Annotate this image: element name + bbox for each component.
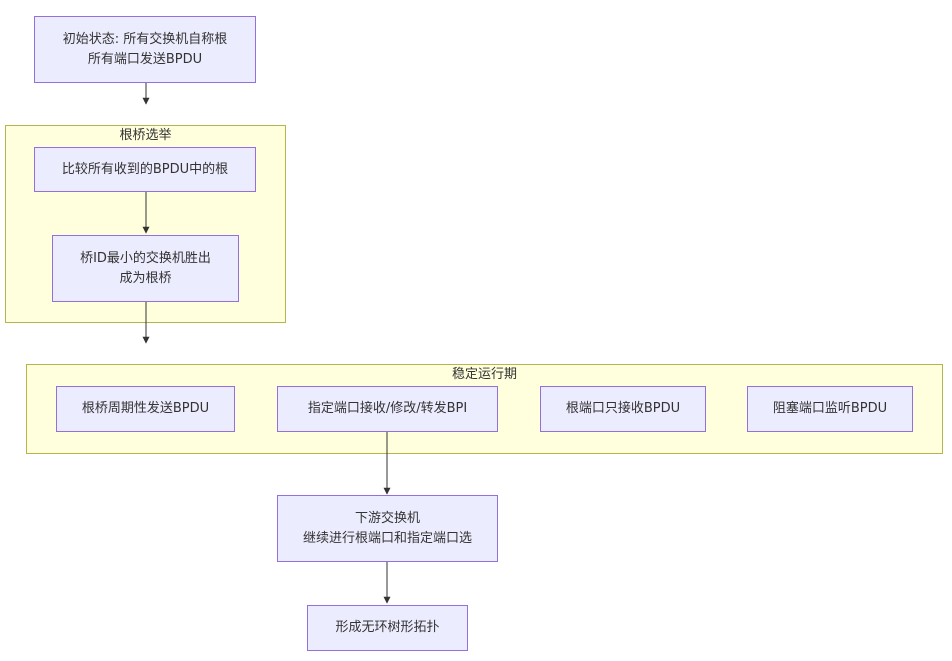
- node-downstream-line-2: 继续进行根端口和指定端口选: [302, 530, 472, 546]
- node-result-line-1: 形成无环树形拓扑: [335, 620, 440, 635]
- node-loop-free-topology: 形成无环树形拓扑: [307, 605, 468, 651]
- node-downstream-switch: 下游交换机 继续进行根端口和指定端口选: [277, 495, 498, 562]
- node-compare-bpdu: 比较所有收到的BPDU中的根: [34, 147, 256, 192]
- node-initial-line-2: 所有端口发送BPDU: [87, 51, 203, 67]
- cluster-title-stable: 稳定运行期: [451, 367, 517, 382]
- node-blocked-port: 阻塞端口监听BPDU: [747, 386, 913, 432]
- node-designated-port: 指定端口接收/修改/转发BPI: [277, 386, 498, 432]
- node-root-port-line-1: 根端口只接收BPDU: [565, 401, 681, 416]
- node-blocked-line-1: 阻塞端口监听BPDU: [772, 401, 888, 416]
- node-root-bridge-send: 根桥周期性发送BPDU: [56, 386, 235, 432]
- node-designated-line-1: 指定端口接收/修改/转发BPI: [307, 401, 468, 416]
- node-root-port: 根端口只接收BPDU: [540, 386, 706, 432]
- node-initial-line-1: 初始状态: 所有交换机自称根: [62, 31, 228, 47]
- node-initial-state: 初始状态: 所有交换机自称根 所有端口发送BPDU: [34, 16, 256, 83]
- node-elect-line-1: 桥ID最小的交换机胜出: [80, 250, 211, 266]
- node-root-send-line-1: 根桥周期性发送BPDU: [81, 401, 210, 416]
- node-compare-line-1: 比较所有收到的BPDU中的根: [61, 161, 229, 177]
- cluster-title-election: 根桥选举: [119, 128, 172, 143]
- node-elect-line-2: 成为根桥: [119, 270, 172, 286]
- node-downstream-line-1: 下游交换机: [354, 510, 420, 526]
- node-elect-root-bridge: 桥ID最小的交换机胜出 成为根桥: [52, 235, 239, 302]
